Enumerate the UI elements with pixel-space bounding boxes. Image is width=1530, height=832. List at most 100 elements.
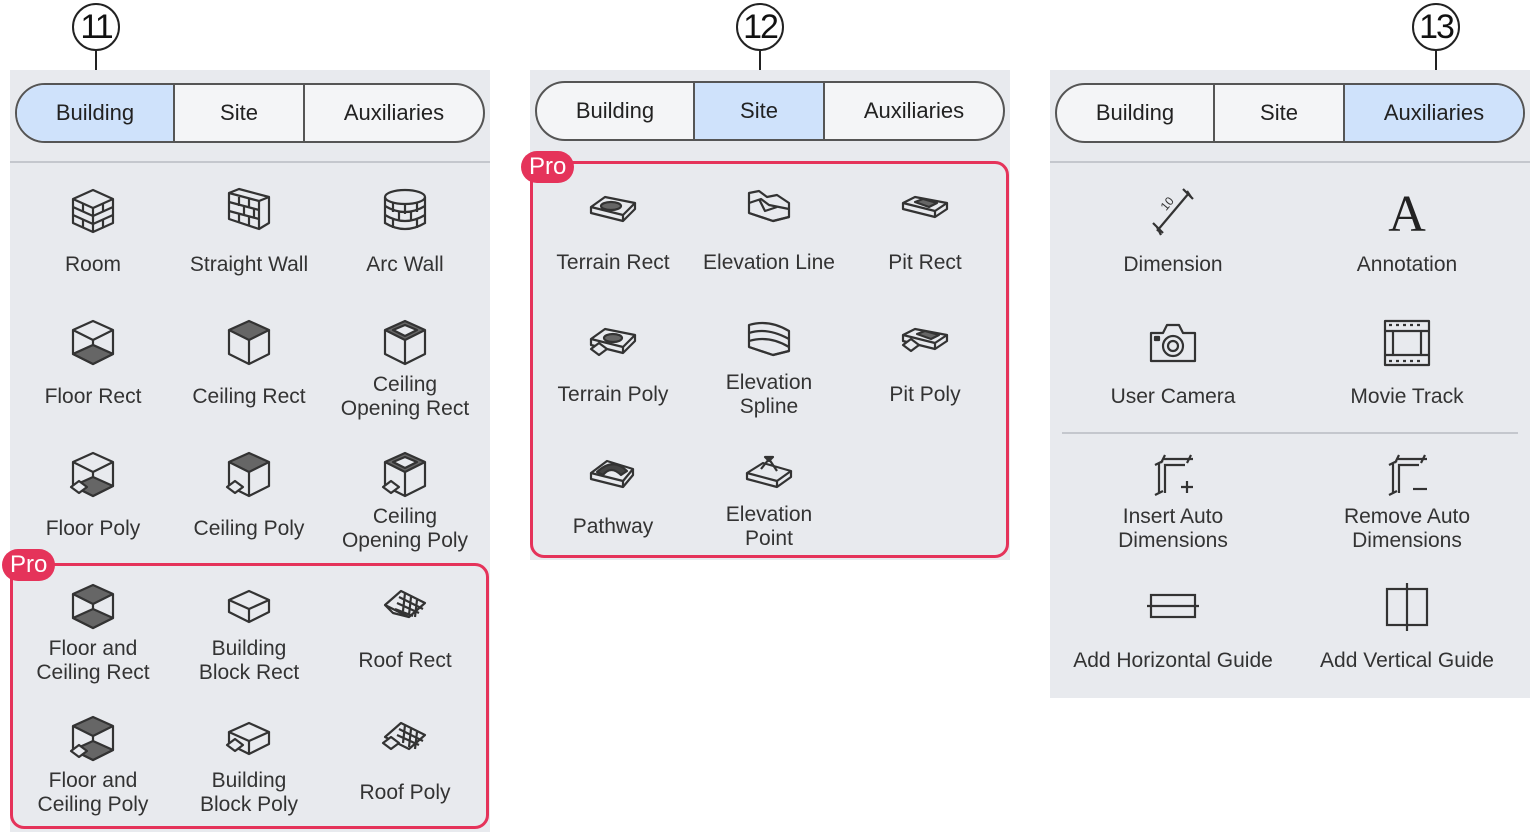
tab-site[interactable]: Site [175,85,305,141]
roof-rect-icon [379,581,431,633]
elevation-point-tool[interactable]: Elevation Point [699,447,839,551]
tab-separator [1050,161,1530,163]
tab-building[interactable]: Building [1057,85,1215,141]
building-pro-box [10,563,489,829]
floor-ceiling-rect-icon [67,581,119,633]
roof-poly-tool[interactable]: Roof Poly [335,713,475,805]
remove-auto-dimensions-tool[interactable]: Remove Auto Dimensions [1297,449,1517,553]
roof-poly-label: Roof Poly [359,781,451,804]
svg-text:A: A [1388,186,1426,237]
callout-11: 11 [72,3,120,51]
floor-poly-tool[interactable]: Floor Poly [23,449,163,541]
floor-poly-icon [67,449,119,501]
insert-auto-dimensions-icon [1147,449,1199,501]
floor-rect-tool[interactable]: Floor Rect [23,317,163,409]
building-block-rect-tool[interactable]: Building Block Rect [179,581,319,685]
ceiling-opening-poly-label: Ceiling Opening Poly [341,505,469,552]
remove-auto-dimensions-icon [1381,449,1433,501]
tab-building[interactable]: Building [17,85,175,141]
straight-wall-tool[interactable]: Straight Wall [179,185,319,277]
insert-auto-dimensions-tool[interactable]: Insert Auto Dimensions [1063,449,1283,553]
ceiling-poly-tool[interactable]: Ceiling Poly [179,449,319,541]
tab-site[interactable]: Site [695,83,825,139]
elevation-point-label: Elevation Point [725,503,813,550]
camera-icon [1147,317,1199,369]
elevation-line-tool[interactable]: Elevation Line [699,183,839,275]
building-panel: Building Site Auxiliaries Room Straight … [10,70,490,832]
terrain-poly-label: Terrain Poly [557,383,669,406]
tab-building[interactable]: Building [537,83,695,139]
ceiling-opening-rect-label: Ceiling Opening Rect [340,373,470,420]
callout-13: 13 [1412,3,1460,51]
building-block-poly-icon [223,713,275,765]
arc-wall-icon [379,185,431,237]
pit-poly-icon [899,315,951,367]
terrain-poly-tool[interactable]: Terrain Poly [543,315,683,407]
pit-rect-tool[interactable]: Pit Rect [855,183,995,275]
floor-ceiling-poly-icon [67,713,119,765]
pit-rect-icon [899,183,951,235]
annotation-tool[interactable]: A Annotation [1297,185,1517,277]
add-horizontal-guide-label: Add Horizontal Guide [1073,649,1273,672]
roof-rect-tool[interactable]: Roof Rect [335,581,475,673]
tab-auxiliaries[interactable]: Auxiliaries [1345,85,1523,141]
floor-ceiling-poly-tool[interactable]: Floor and Ceiling Poly [23,713,163,817]
user-camera-label: User Camera [1110,385,1236,408]
tab-bar: Building Site Auxiliaries [535,81,1005,141]
callout-11-leader [95,51,97,81]
callout-12: 12 [736,3,784,51]
terrain-rect-icon [587,183,639,235]
ceiling-rect-icon [223,317,275,369]
ceiling-poly-label: Ceiling Poly [193,517,305,540]
pathway-icon [587,447,639,499]
film-icon [1381,317,1433,369]
movie-track-label: Movie Track [1350,385,1464,408]
add-vertical-guide-label: Add Vertical Guide [1320,649,1494,672]
floor-poly-label: Floor Poly [45,517,141,540]
building-block-poly-label: Building Block Poly [199,769,299,816]
arc-wall-tool[interactable]: Arc Wall [335,185,475,277]
tab-auxiliaries[interactable]: Auxiliaries [343,100,445,125]
remove-auto-dimensions-label: Remove Auto Dimensions [1343,505,1471,552]
ceiling-rect-tool[interactable]: Ceiling Rect [179,317,319,409]
pit-rect-label: Pit Rect [888,251,962,274]
ceiling-opening-poly-tool[interactable]: Ceiling Opening Poly [335,449,475,553]
user-camera-tool[interactable]: User Camera [1063,317,1283,409]
ceiling-rect-label: Ceiling Rect [192,385,306,408]
room-tool[interactable]: Room [23,185,163,277]
floor-ceiling-poly-label: Floor and Ceiling Poly [37,769,149,816]
tab-separator [10,161,490,163]
add-horizontal-guide-tool[interactable]: Add Horizontal Guide [1063,581,1283,673]
auxiliaries-panel: Building Site Auxiliaries 10 Dimension A… [1050,70,1530,698]
floor-ceiling-rect-tool[interactable]: Floor and Ceiling Rect [23,581,163,685]
elevation-spline-tool[interactable]: Elevation Spline [699,315,839,419]
ceiling-opening-rect-icon [379,317,431,369]
elevation-spline-icon [743,315,795,367]
tab-site[interactable]: Site [1215,85,1345,141]
tab-auxiliaries[interactable]: Auxiliaries [863,98,965,123]
tab-bar: Building Site Auxiliaries [15,83,485,143]
annotation-label: Annotation [1356,253,1458,276]
movie-track-tool[interactable]: Movie Track [1297,317,1517,409]
terrain-poly-icon [587,315,639,367]
callout-13-leader [1435,51,1437,81]
building-block-poly-tool[interactable]: Building Block Poly [179,713,319,817]
ceiling-opening-poly-icon [379,449,431,501]
dimension-tool[interactable]: 10 Dimension [1063,185,1283,277]
ceiling-opening-rect-tool[interactable]: Ceiling Opening Rect [335,317,475,421]
pit-poly-tool[interactable]: Pit Poly [855,315,995,407]
building-pro-badge: Pro [2,549,56,581]
straight-wall-icon [223,185,275,237]
site-pro-badge: Pro [521,151,575,183]
add-vertical-guide-tool[interactable]: Add Vertical Guide [1297,581,1517,673]
section-separator [1062,432,1518,434]
pathway-tool[interactable]: Pathway [543,447,683,539]
pathway-label: Pathway [572,515,654,538]
dimension-icon: 10 [1147,185,1199,237]
room-label: Room [64,253,122,276]
terrain-rect-tool[interactable]: Terrain Rect [543,183,683,275]
floor-ceiling-rect-label: Floor and Ceiling Rect [36,637,150,684]
building-block-rect-label: Building Block Rect [198,637,300,684]
floor-rect-icon [67,317,119,369]
elevation-point-icon [743,447,795,499]
